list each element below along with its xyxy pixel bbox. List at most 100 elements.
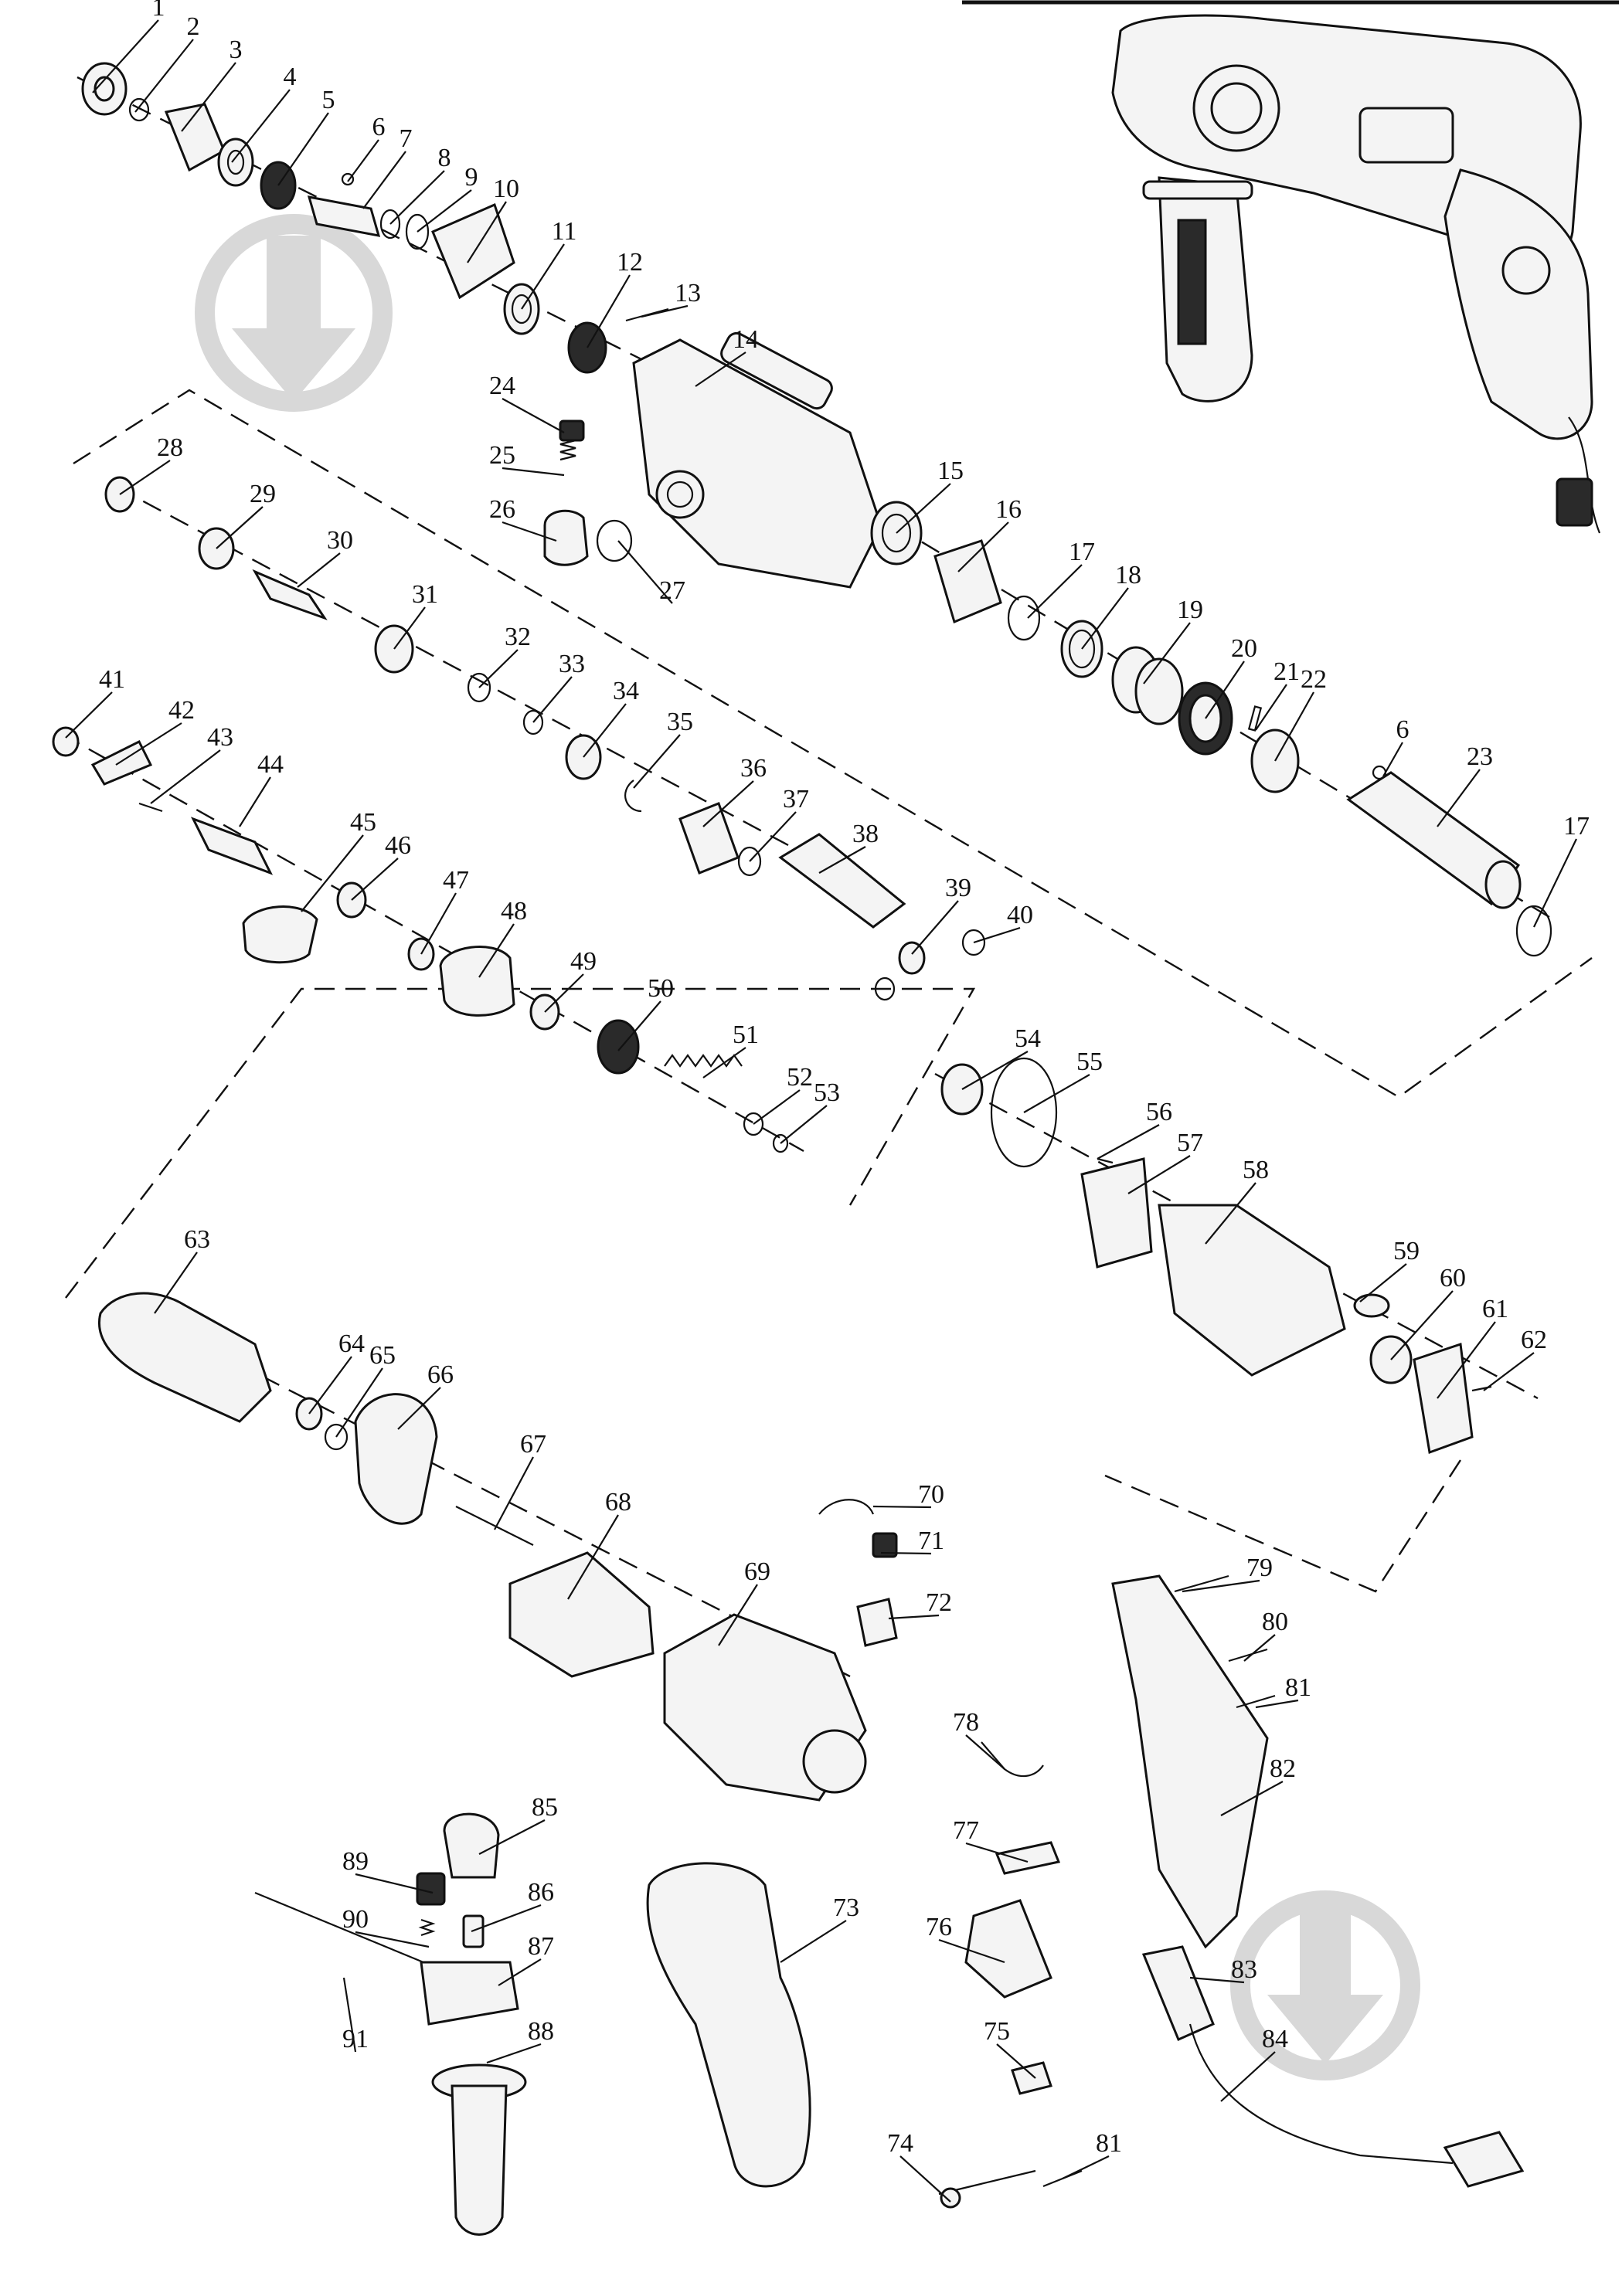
leader-line-47 — [420, 892, 457, 955]
callout-2: 2 — [134, 12, 200, 113]
leader-line-78 — [965, 1734, 1005, 1770]
leader-line-75 — [996, 2043, 1036, 2079]
part-number-label-11: 11 — [552, 217, 577, 246]
part-number-label-76: 76 — [926, 1913, 952, 1941]
part-number-label-74: 74 — [887, 2129, 913, 2158]
part-number-label-30: 30 — [327, 526, 353, 555]
callout-73: 73 — [780, 1894, 859, 1963]
leader-line-21 — [1255, 684, 1287, 731]
part-number-label-39: 39 — [945, 874, 971, 902]
part-number-label-27: 27 — [659, 576, 685, 605]
leader-line-68 — [567, 1514, 619, 1600]
leader-line-26 — [502, 521, 557, 542]
callout-39: 39 — [911, 874, 971, 955]
callout-70: 70 — [872, 1480, 944, 1509]
leader-line-82 — [1220, 1781, 1284, 1816]
part-number-label-82: 82 — [1270, 1754, 1296, 1783]
leader-line-48 — [478, 923, 515, 978]
leader-line-62 — [1483, 1352, 1535, 1391]
callout-78: 78 — [953, 1708, 1005, 1770]
leader-line-10 — [467, 201, 507, 263]
leader-line-55 — [1023, 1074, 1090, 1113]
leader-line-73 — [780, 1920, 847, 1963]
callout-41: 41 — [65, 665, 125, 739]
leader-line-89 — [355, 1873, 434, 1894]
callout-52: 52 — [753, 1063, 813, 1125]
leader-line-12 — [587, 274, 631, 348]
leader-line-70 — [872, 1505, 932, 1509]
leader-line-11 — [521, 243, 565, 310]
part-number-label-57: 57 — [1177, 1129, 1203, 1157]
callout-85: 85 — [478, 1793, 558, 1855]
part-number-label-28: 28 — [157, 433, 183, 462]
leader-line-46 — [351, 858, 399, 901]
leader-line-65 — [335, 1367, 383, 1438]
part-number-label-71: 71 — [918, 1527, 944, 1555]
part-number-label-8: 8 — [438, 144, 451, 172]
part-number-label-62: 62 — [1521, 1326, 1547, 1354]
callout-32: 32 — [478, 623, 531, 688]
callout-16: 16 — [957, 495, 1022, 572]
part-number-label-61: 61 — [1482, 1295, 1508, 1323]
callout-54: 54 — [961, 1024, 1041, 1090]
part-number-label-47: 47 — [443, 866, 469, 895]
part-number-label-48: 48 — [501, 897, 527, 926]
leader-line-53 — [780, 1105, 828, 1144]
callout-86: 86 — [471, 1878, 554, 1933]
part-number-label-50: 50 — [648, 974, 674, 1003]
callout-12: 12 — [587, 248, 643, 348]
part-number-label-64: 64 — [338, 1330, 365, 1358]
part-number-label-5: 5 — [322, 86, 335, 114]
part-number-label-37: 37 — [783, 785, 809, 813]
leader-line-35 — [633, 734, 681, 789]
callout-83: 83 — [1189, 1955, 1257, 1984]
part-number-label-60: 60 — [1440, 1264, 1466, 1292]
callout-14: 14 — [695, 325, 759, 387]
part-number-label-12: 12 — [617, 248, 643, 277]
part-number-label-42: 42 — [168, 696, 195, 725]
callout-76: 76 — [926, 1913, 1005, 1964]
drive-parts-lower — [52, 726, 1492, 1455]
leader-line-69 — [718, 1584, 758, 1646]
callout-80: 80 — [1243, 1608, 1288, 1662]
part-number-label-67: 67 — [520, 1430, 546, 1459]
part-number-label-41: 41 — [99, 665, 125, 694]
part-number-label-81: 81 — [1285, 1673, 1311, 1702]
leader-line-88 — [486, 2043, 542, 2064]
leader-line-1 — [92, 19, 159, 93]
callout-19: 19 — [1143, 596, 1203, 684]
leader-line-22 — [1274, 691, 1314, 762]
part-number-label-33: 33 — [559, 650, 585, 678]
callout-89: 89 — [342, 1847, 434, 1894]
part-number-label-35: 35 — [667, 708, 693, 736]
leader-line-29 — [216, 506, 264, 549]
callout-90: 90 — [342, 1905, 430, 1948]
leader-line-20 — [1205, 661, 1245, 719]
callout-42: 42 — [115, 696, 195, 766]
leader-line-16 — [957, 521, 1009, 572]
part-number-label-90: 90 — [342, 1905, 369, 1934]
callout-5: 5 — [277, 86, 335, 186]
leader-line-6 — [347, 139, 379, 182]
leader-line-43 — [150, 749, 221, 804]
leader-line-17 — [1027, 564, 1083, 619]
part-number-label-70: 70 — [918, 1480, 944, 1509]
callout-75: 75 — [984, 2017, 1036, 2079]
part-number-label-91: 91 — [342, 2025, 369, 2053]
callout-11: 11 — [521, 217, 577, 310]
callout-13: 13 — [641, 279, 701, 318]
callout-9: 9 — [417, 163, 478, 233]
mechanism-parts-middle — [104, 419, 986, 1001]
callout-79: 79 — [1182, 1554, 1273, 1593]
leader-line-57 — [1127, 1155, 1191, 1194]
leader-line-63 — [154, 1252, 198, 1314]
callout-46: 46 — [351, 831, 411, 901]
callout-77: 77 — [953, 1816, 1029, 1863]
callout-49: 49 — [544, 947, 597, 1013]
assembled-drill-illustration — [1111, 14, 1601, 534]
part-number-label-17: 17 — [1069, 538, 1095, 566]
part-number-label-54: 54 — [1015, 1024, 1041, 1053]
leader-line-79 — [1182, 1579, 1260, 1593]
part-number-label-9: 9 — [465, 163, 478, 192]
